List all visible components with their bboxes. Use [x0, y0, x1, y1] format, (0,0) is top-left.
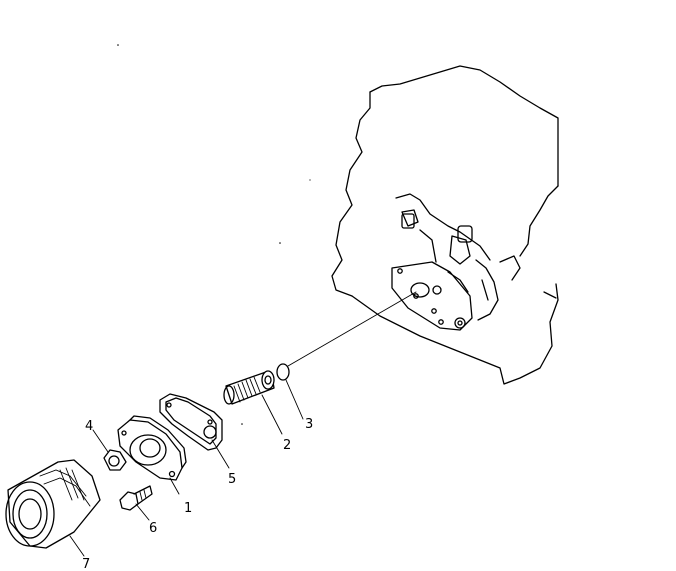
filter-head-part-1 — [117, 415, 187, 481]
callout-1: 1 — [184, 501, 192, 516]
bolt-part-6 — [119, 485, 153, 511]
gasket-part-5 — [159, 393, 223, 451]
leader-lines — [69, 379, 304, 557]
callout-6: 6 — [149, 521, 157, 536]
callout-3: 3 — [305, 417, 313, 432]
engine-block — [331, 65, 559, 385]
nut-part-4 — [103, 449, 127, 471]
o-ring-part-3 — [276, 363, 290, 381]
callout-5: 5 — [228, 472, 236, 487]
threaded-connector-part-2 — [223, 370, 275, 405]
assembly-axis-line — [287, 291, 417, 367]
oil-filter-part-7 — [5, 459, 101, 549]
callout-4: 4 — [85, 419, 93, 434]
callout-7: 7 — [82, 557, 90, 571]
callout-2: 2 — [283, 438, 291, 453]
